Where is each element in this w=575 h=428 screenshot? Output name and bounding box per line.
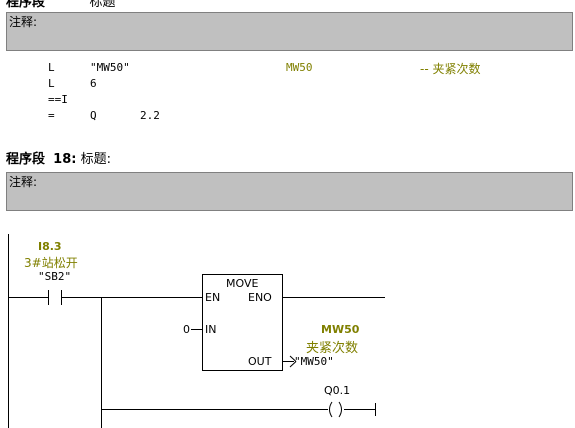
network17-title: 程序段 标题 xyxy=(6,0,116,10)
move-out-pin: OUT xyxy=(248,355,272,368)
coil-address: Q0.1 xyxy=(324,384,351,397)
comment-label: 注释: xyxy=(9,175,38,189)
out-symbol: "MW50" xyxy=(294,355,334,368)
stl-op: L xyxy=(48,77,55,90)
stl-bit: 2.2 xyxy=(140,109,160,122)
move-in-pin: IN xyxy=(205,323,217,336)
stl-operand: 6 xyxy=(90,77,97,90)
comment-label: 注释: xyxy=(9,15,38,29)
move-block[interactable] xyxy=(202,274,283,371)
normally-open-contact[interactable] xyxy=(46,288,64,306)
move-en-pin: EN xyxy=(205,291,221,304)
network17-comment-box[interactable]: 注释: xyxy=(6,12,573,51)
network18-comment-box[interactable]: 注释: xyxy=(6,172,573,211)
out-address: MW50 xyxy=(321,323,360,336)
network18-title: 程序段 18: 标题: xyxy=(6,152,111,167)
move-in-value: 0 xyxy=(183,323,190,336)
out-comment: 夹紧次数 xyxy=(306,341,359,356)
stl-op: ==I xyxy=(48,93,68,106)
move-block-name: MOVE xyxy=(226,277,259,290)
contact-address: I8.3 xyxy=(38,240,62,253)
stl-operand: Q xyxy=(90,109,97,122)
output-coil[interactable] xyxy=(326,400,346,419)
stl-address: MW50 xyxy=(286,61,313,74)
move-eno-pin: ENO xyxy=(248,291,272,304)
stl-operand: "MW50" xyxy=(90,61,130,74)
stl-comment: -- 夹紧次数 xyxy=(420,62,481,76)
contact-comment: 3#站松开 xyxy=(24,256,78,270)
stl-op: = xyxy=(48,109,55,122)
stl-op: L xyxy=(48,61,55,74)
contact-symbol: "SB2" xyxy=(38,270,72,283)
